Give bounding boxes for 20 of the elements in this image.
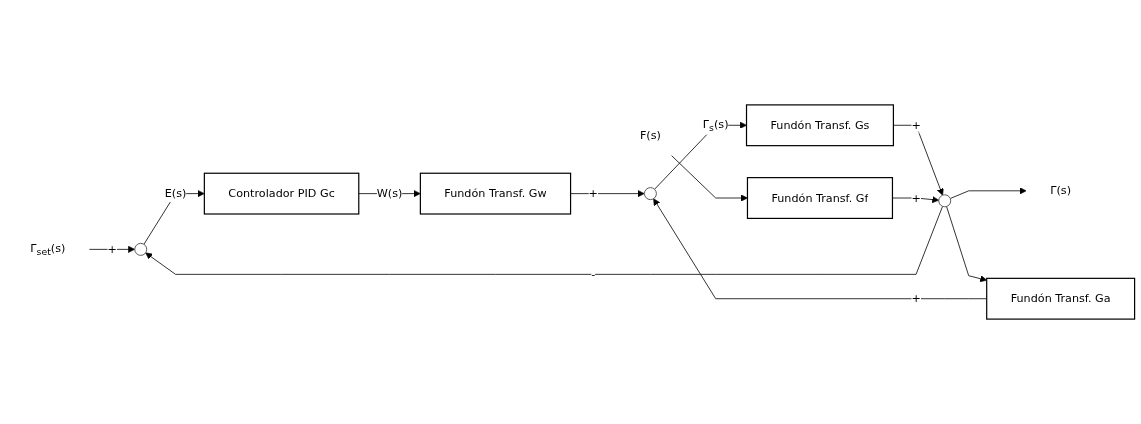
- node-text: Γ$_{set}$(s): [30, 241, 66, 258]
- node-box: Controlador PID Gc: [203, 172, 360, 215]
- edge-label: +: [911, 118, 921, 132]
- node-box: Fundón Transf. Gf: [746, 177, 894, 219]
- edge-label: -: [591, 267, 596, 281]
- node-text: F(s): [639, 128, 661, 142]
- node-circle: [938, 194, 952, 208]
- node-text: Γ(s): [1050, 184, 1072, 197]
- edge-label: Γ$_{s}$(s): [702, 117, 729, 133]
- edge-label: E(s): [164, 186, 187, 200]
- edge-label: +: [588, 186, 598, 200]
- edge-label: +: [911, 291, 921, 305]
- edge-label: W(s): [376, 186, 403, 200]
- node-box: Fundón Transf. Gs: [745, 104, 894, 147]
- node-box: Fundón Transf. Gw: [419, 172, 572, 215]
- edge-label: +: [107, 242, 117, 256]
- node-circle: [643, 187, 657, 201]
- edge-label: +: [911, 191, 921, 205]
- node-box: Fundón Transf. Ga: [986, 277, 1136, 320]
- node-circle: [134, 242, 148, 256]
